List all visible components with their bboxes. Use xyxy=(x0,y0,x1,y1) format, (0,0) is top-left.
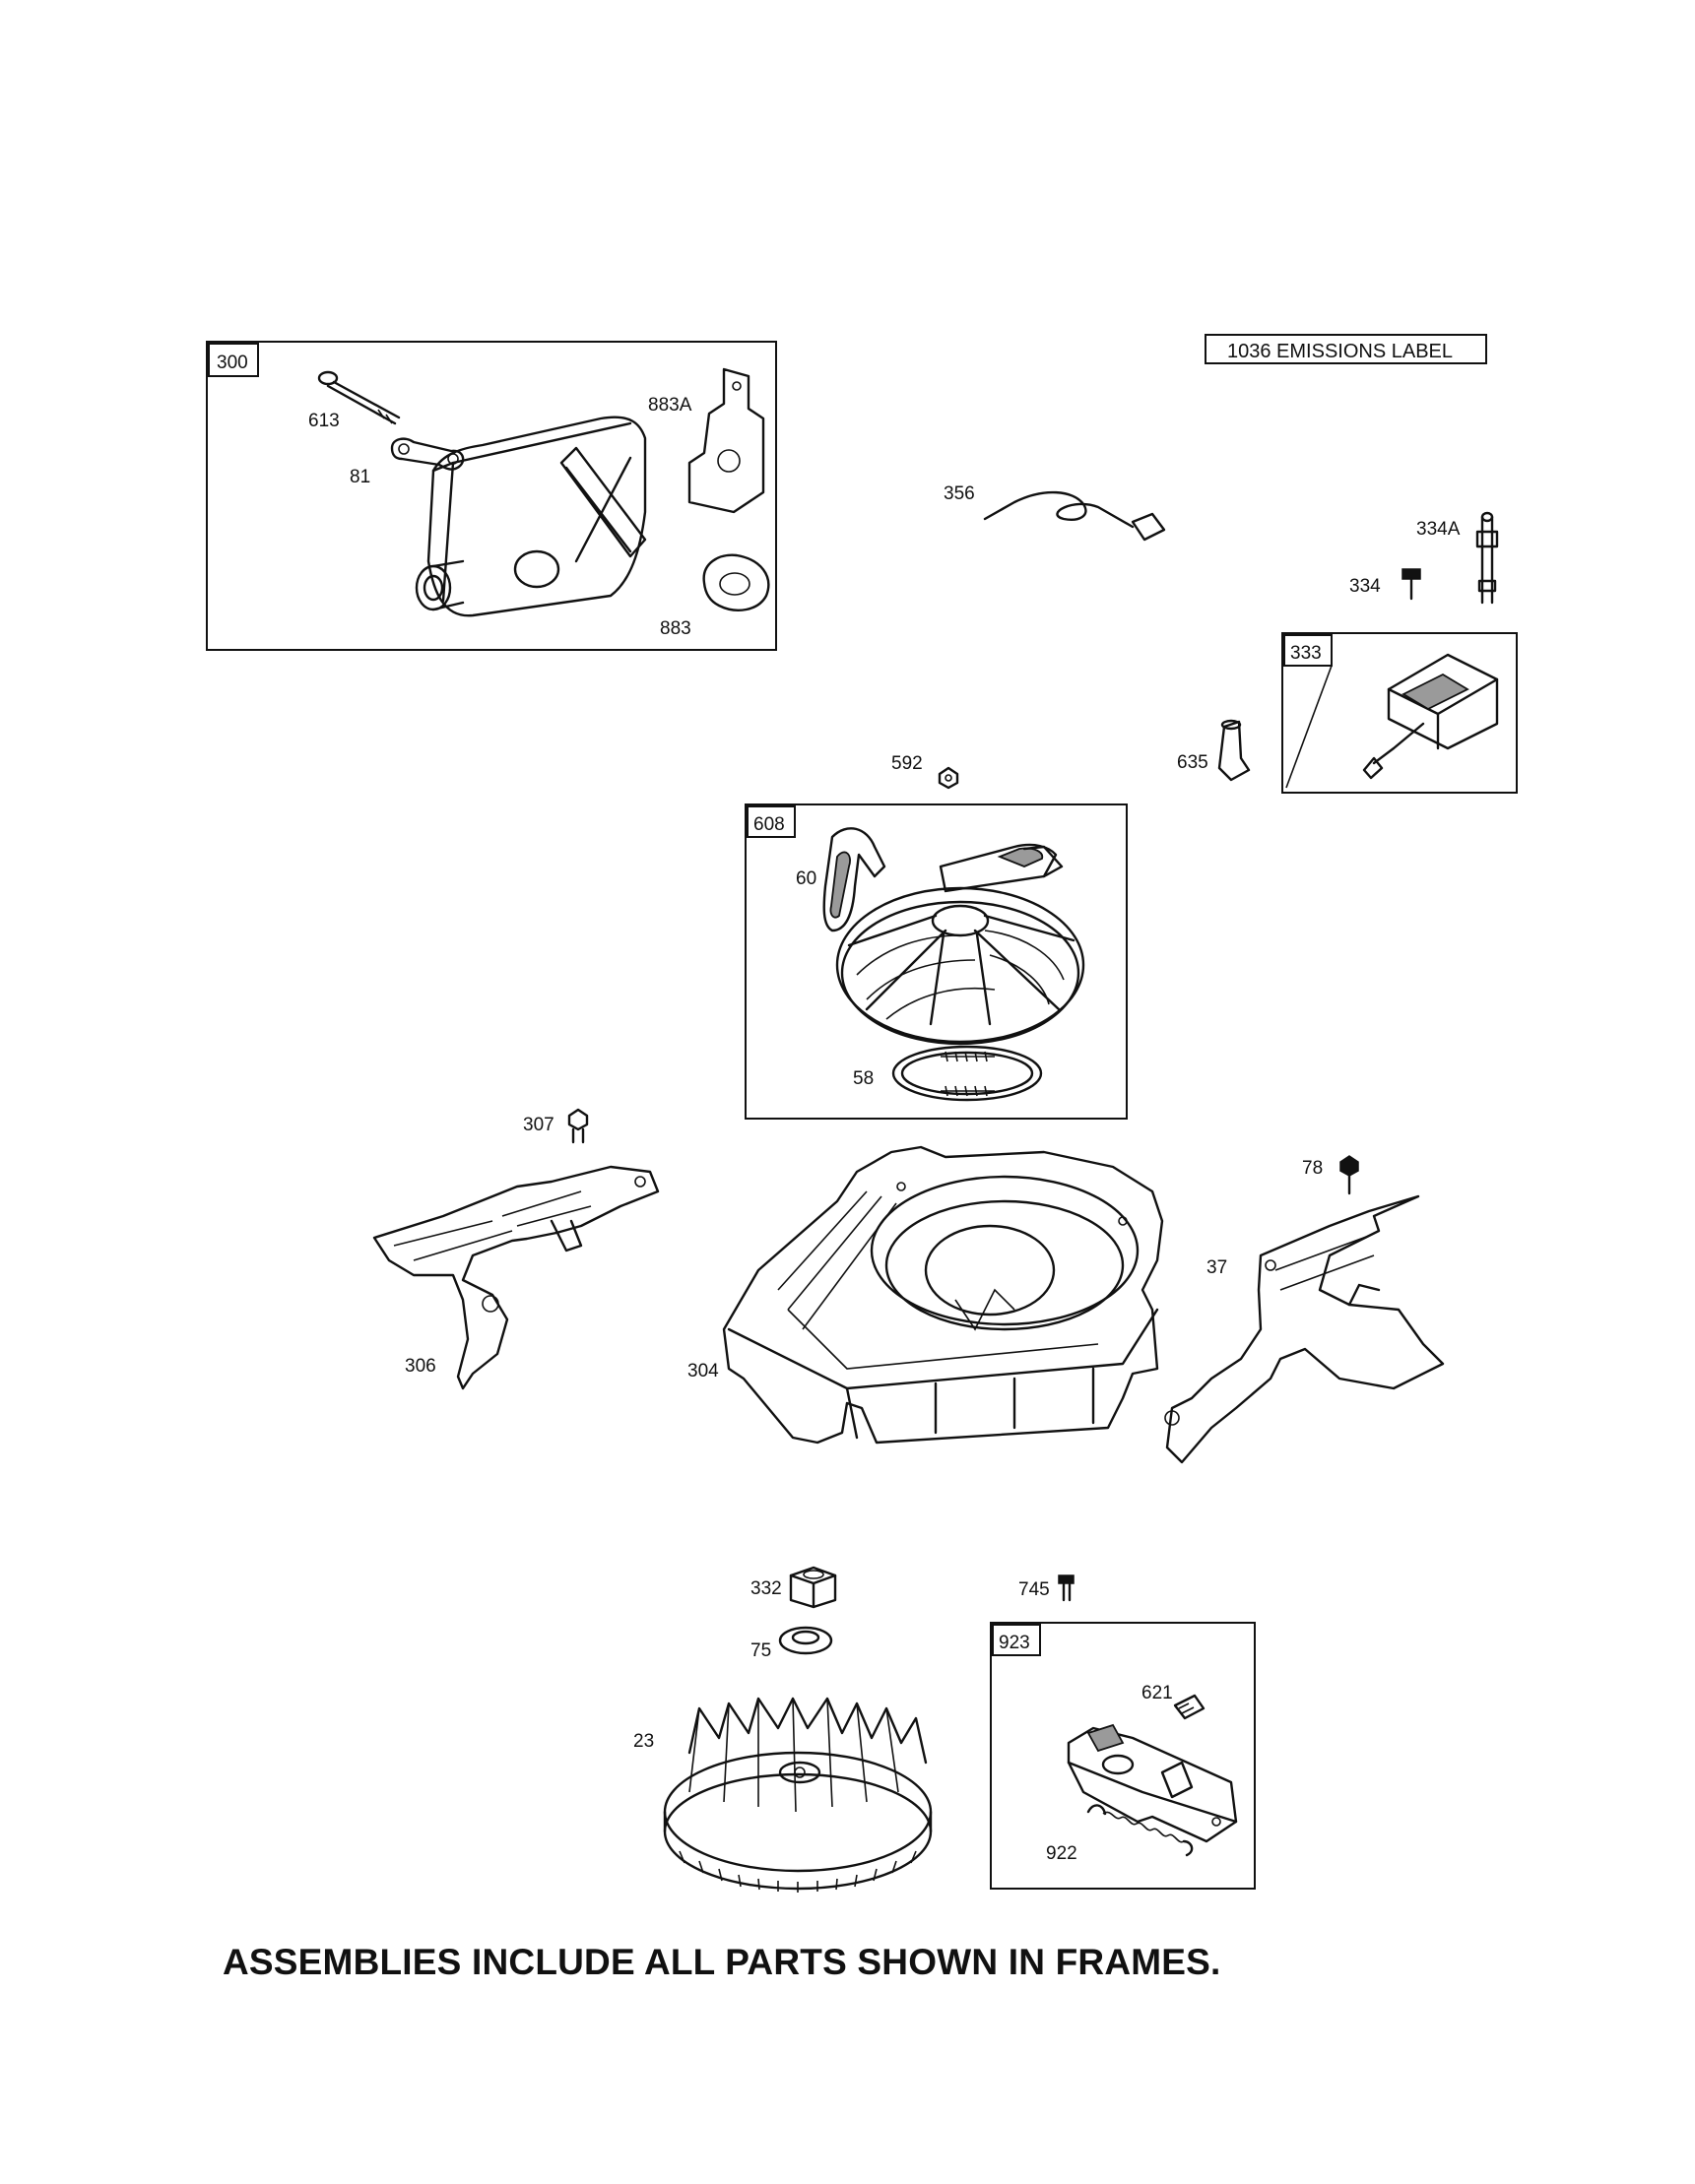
part-label-58: 58 xyxy=(853,1068,874,1089)
part-label-60: 60 xyxy=(796,868,816,889)
part-78-screw xyxy=(1339,1155,1359,1195)
part-334A-stud xyxy=(1475,511,1499,605)
part-635-spark-plug-boot xyxy=(1217,719,1251,782)
part-label-334A: 334A xyxy=(1416,519,1461,540)
part-923-control-bracket xyxy=(1067,1723,1238,1843)
part-label-75: 75 xyxy=(750,1640,771,1661)
frame-333-armature-assembly: 333 xyxy=(1281,632,1518,794)
emissions-label-box: 1036 EMISSIONS LABEL xyxy=(1205,334,1487,364)
part-37-air-guide xyxy=(1164,1194,1445,1464)
frame-608-rewind-starter-assembly: 608 60 58 xyxy=(745,803,1128,1120)
part-label-922: 922 xyxy=(1046,1843,1077,1864)
frame-923-control-bracket-assembly: 923 621 922 xyxy=(990,1622,1256,1890)
part-300-muffler xyxy=(415,416,647,617)
part-label-37: 37 xyxy=(1206,1257,1227,1278)
part-304-blower-housing xyxy=(722,1145,1164,1445)
part-75-washer xyxy=(778,1626,833,1655)
part-307-screw xyxy=(567,1108,589,1144)
part-label-78: 78 xyxy=(1302,1158,1323,1179)
part-613-bolt xyxy=(317,370,401,425)
part-label-304: 304 xyxy=(687,1361,719,1381)
frame-tag-608: 608 xyxy=(753,814,785,835)
part-label-356: 356 xyxy=(944,483,975,504)
part-306-air-guide xyxy=(372,1165,660,1390)
part-label-621: 621 xyxy=(1141,1683,1173,1703)
part-922-governor-spring xyxy=(1086,1804,1194,1857)
part-745-screw xyxy=(1058,1574,1075,1602)
part-label-883: 883 xyxy=(660,618,691,639)
part-label-613: 613 xyxy=(308,411,340,431)
part-label-745: 745 xyxy=(1018,1579,1050,1600)
frame-tag-923: 923 xyxy=(999,1633,1030,1653)
frame-300-muffler-assembly: 300 613 81 xyxy=(206,341,777,651)
part-label-307: 307 xyxy=(523,1115,554,1135)
part-label-592: 592 xyxy=(891,753,923,774)
part-608-starter-housing xyxy=(835,843,1085,1046)
part-333-armature xyxy=(1362,653,1499,780)
part-label-81: 81 xyxy=(350,467,370,487)
emissions-label-text: 1036 EMISSIONS LABEL xyxy=(1227,341,1453,362)
part-label-635: 635 xyxy=(1177,752,1208,773)
frame-tag-300: 300 xyxy=(217,353,248,373)
part-60-starter-handle xyxy=(822,827,886,932)
part-23-flywheel xyxy=(663,1697,933,1893)
part-356-ground-wire xyxy=(983,490,1166,542)
part-label-332: 332 xyxy=(750,1578,782,1599)
part-label-306: 306 xyxy=(405,1356,436,1377)
part-label-883A: 883A xyxy=(648,395,692,416)
part-label-334: 334 xyxy=(1349,576,1381,597)
assemblies-footer-note: ASSEMBLIES INCLUDE ALL PARTS SHOWN IN FR… xyxy=(223,1942,1221,1982)
frame-tag-333: 333 xyxy=(1290,643,1322,664)
part-883A-heat-shield xyxy=(687,367,765,514)
part-592-nut xyxy=(938,766,959,790)
part-58-starter-spring xyxy=(891,1045,1043,1102)
part-334-screw xyxy=(1402,568,1421,601)
part-883-gasket xyxy=(702,553,770,611)
part-332-flywheel-nut xyxy=(789,1566,837,1609)
part-621-control-clip xyxy=(1173,1694,1206,1720)
part-label-23: 23 xyxy=(633,1731,654,1752)
